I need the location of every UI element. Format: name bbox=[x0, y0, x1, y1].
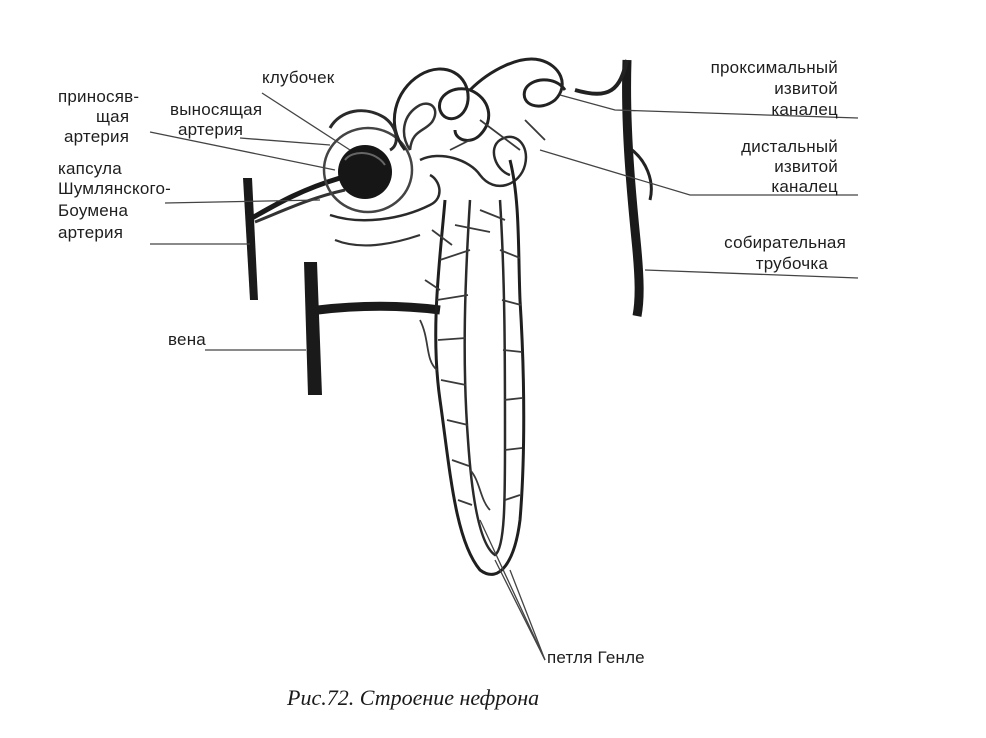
proximal-tubule-label-2: извитой bbox=[774, 79, 838, 99]
collecting-duct-label-1: собирательная bbox=[724, 233, 846, 253]
capsule-label-3: Боумена bbox=[58, 201, 128, 221]
vein-label: вена bbox=[168, 330, 206, 350]
henle-loop bbox=[436, 160, 524, 574]
efferent-artery-label-1: выносящая bbox=[170, 100, 262, 120]
artery-label: артерия bbox=[58, 223, 123, 243]
henle-loop-label: петля Генле bbox=[547, 648, 645, 668]
distal-tubule-label-2: извитой bbox=[774, 157, 838, 177]
capsule-label-2: Шумлянского- bbox=[58, 179, 171, 199]
distal-tubule-label-1: дистальный bbox=[741, 137, 838, 157]
proximal-tubule-label-3: каналец bbox=[771, 100, 838, 120]
vein-branch bbox=[318, 306, 440, 310]
artery-vessel bbox=[243, 178, 258, 300]
collecting-duct-label-2: трубочка bbox=[756, 254, 828, 274]
proximal-tubule-label-1: проксимальный bbox=[711, 58, 838, 78]
distal-tubule-label-3: каналец bbox=[771, 177, 838, 197]
glomerulus-label: клубочек bbox=[262, 68, 334, 88]
collecting-duct bbox=[627, 60, 640, 316]
figure-caption: Рис.72. Строение нефрона bbox=[287, 685, 539, 711]
efferent-artery-label-2: артерия bbox=[178, 120, 243, 140]
capsule-label-1: капсула bbox=[58, 159, 122, 179]
afferent-artery-label-1: приносяв- bbox=[58, 87, 139, 107]
afferent-artery-label-3: артерия bbox=[64, 127, 129, 147]
vein-vessel bbox=[304, 262, 322, 395]
afferent-artery-label-2: щая bbox=[96, 107, 129, 127]
